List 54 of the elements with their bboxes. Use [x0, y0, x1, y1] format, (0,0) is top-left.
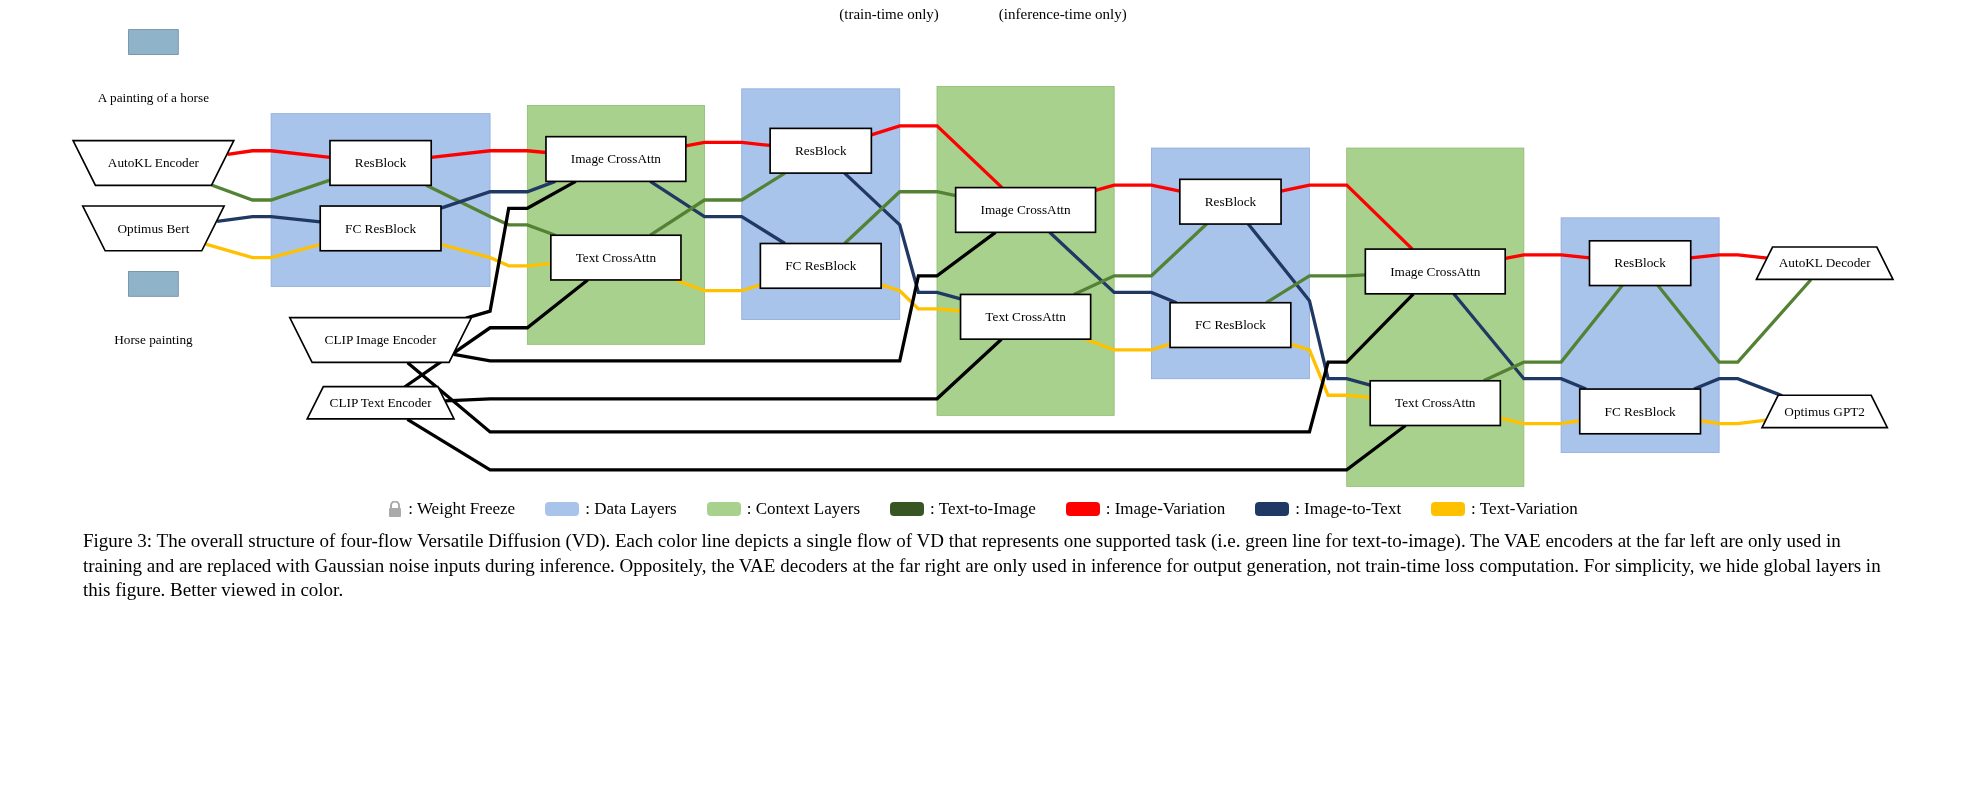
node-text: A painting of a horse [97, 90, 210, 105]
node-box: FC ResBlock [319, 205, 442, 252]
node-box: FC ResBlock [1578, 388, 1702, 435]
connector [880, 283, 961, 313]
node-box: Image CrossAttn [545, 135, 687, 183]
connector [425, 183, 556, 237]
node-box: Image CrossAttn [954, 186, 1097, 234]
node-box [128, 271, 179, 297]
node-box: FC ResBlock [1169, 301, 1292, 349]
legend-label: : Text-Variation [1471, 499, 1578, 519]
node-box: ResBlock [1588, 240, 1692, 287]
connector [406, 292, 1415, 434]
connector [1084, 337, 1171, 352]
node-box [128, 29, 179, 55]
legend-label: : Text-to-Image [930, 499, 1036, 519]
note-text: (inference-time only) [998, 6, 1127, 23]
legend-label: : Context Layers [746, 499, 861, 519]
connector [1048, 231, 1178, 305]
legend-label: : Image-to-Text [1295, 499, 1402, 519]
node-box: Image CrossAttn [1364, 248, 1507, 295]
connector [453, 231, 997, 363]
cluster [270, 113, 491, 287]
cluster [526, 105, 705, 345]
connector [216, 214, 321, 224]
legend-label: : Image-Variation [1105, 499, 1226, 519]
cluster [741, 88, 901, 320]
cluster [1346, 147, 1525, 487]
figure-caption: Figure 3: The overall structure of four-flow Versatile Diffusion (VD). Each color line depicts a single flow of VD that represents one supported task (i.e. green line for text-to-image). The VAE encoders at the far left are only used in training and are replaced with Gaussian noise inputs during inference. Oppositely, the VAE decoders at the far right are only used in inference for output generation, not train-time loss computation. For simplicity, we hide global layers in this figure. Better viewed in color. [83, 529, 1882, 603]
connector [205, 242, 321, 260]
note-text: (train-time only) [839, 6, 939, 23]
cluster [1151, 147, 1310, 380]
node-box: Text CrossAttn [550, 234, 682, 281]
legend-label: : Data Layers [585, 499, 677, 519]
connector [675, 278, 761, 293]
connector [1693, 377, 1783, 398]
connector [649, 180, 786, 245]
cluster [936, 86, 1115, 416]
node-box: ResBlock [1179, 178, 1282, 225]
connector [685, 140, 771, 148]
connector [1700, 418, 1767, 426]
legend-label: : Weight Freeze [408, 499, 516, 519]
node-box: Text CrossAttn [959, 293, 1092, 340]
node-box: FC ResBlock [759, 242, 882, 290]
connector [1247, 223, 1371, 387]
node-box: Text CrossAttn [1369, 379, 1502, 427]
connector [843, 190, 956, 245]
node-text: Horse painting [114, 331, 193, 346]
connector [1690, 253, 1768, 260]
connector [1452, 292, 1587, 391]
node-box: ResBlock [329, 139, 433, 187]
connector [1290, 342, 1371, 399]
cluster [1560, 217, 1720, 453]
connector [440, 242, 551, 268]
node-box: ResBlock [769, 127, 873, 174]
